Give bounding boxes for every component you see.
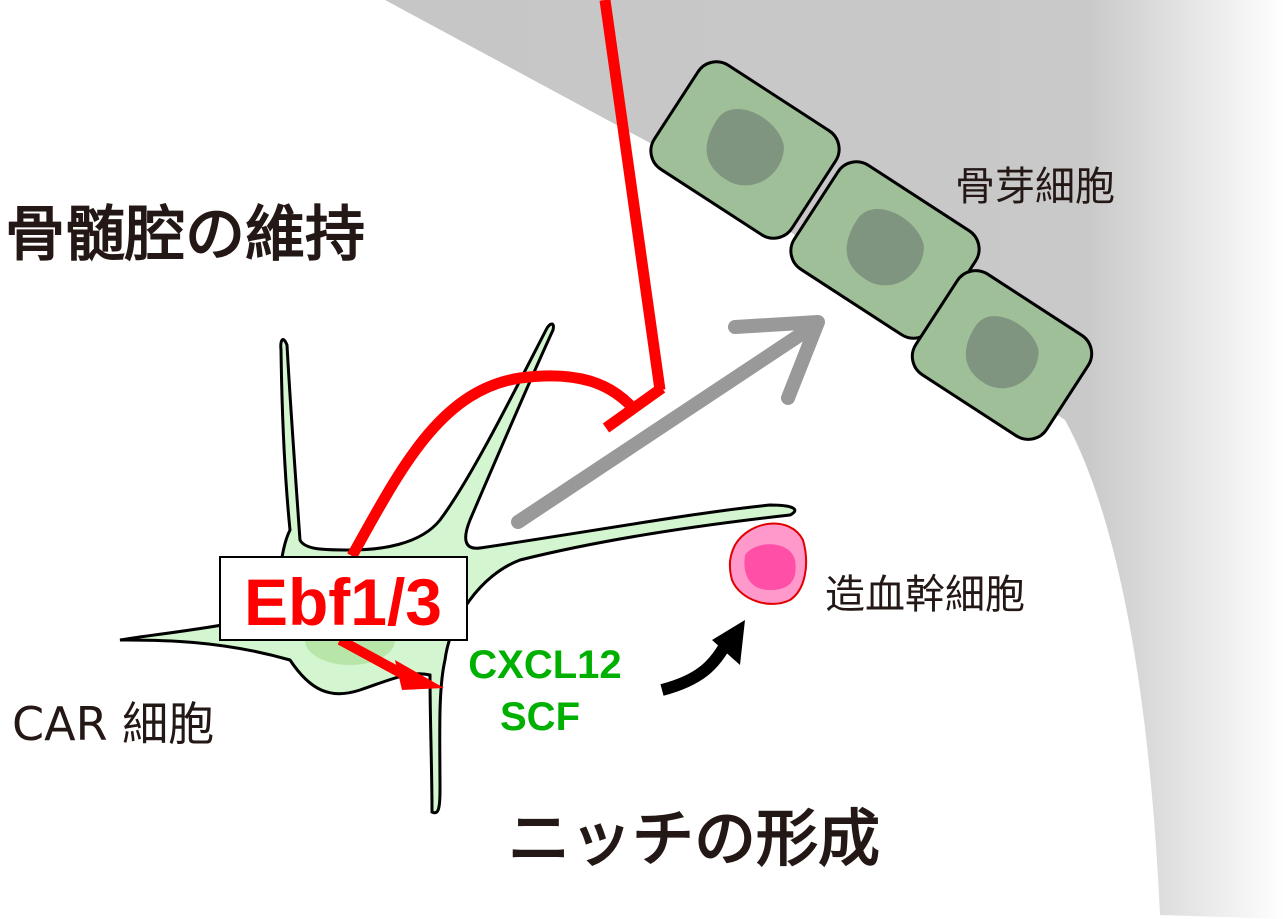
differentiation-arrow [511,315,825,529]
inhibition-arrow [347,0,666,559]
niche-title: ニッチの形成 [508,802,880,875]
hsc-nucleus [744,544,796,590]
bone-region [385,0,1285,919]
factor-scf: SCF [500,695,580,739]
gene-box [219,556,468,641]
osteoblast-cell [910,269,1094,441]
activation-arrow [337,635,444,690]
inhibition-bar [602,383,666,433]
osteoblast-cell [649,60,841,240]
support-arrow [660,620,745,696]
osteoblast-cell [789,160,981,340]
osteoblast-label: 骨芽細胞 [955,164,1115,210]
marrow-cavity-title: 骨髄腔の維持 [5,200,365,270]
factor-cxcl12: CXCL12 [468,643,621,687]
hsc-label: 造血幹細胞 [825,572,1025,618]
osteoblast-cells [649,60,1094,441]
car-cell-label: CAR 細胞 [12,697,214,751]
gene-label: Ebf1/3 [244,565,442,639]
